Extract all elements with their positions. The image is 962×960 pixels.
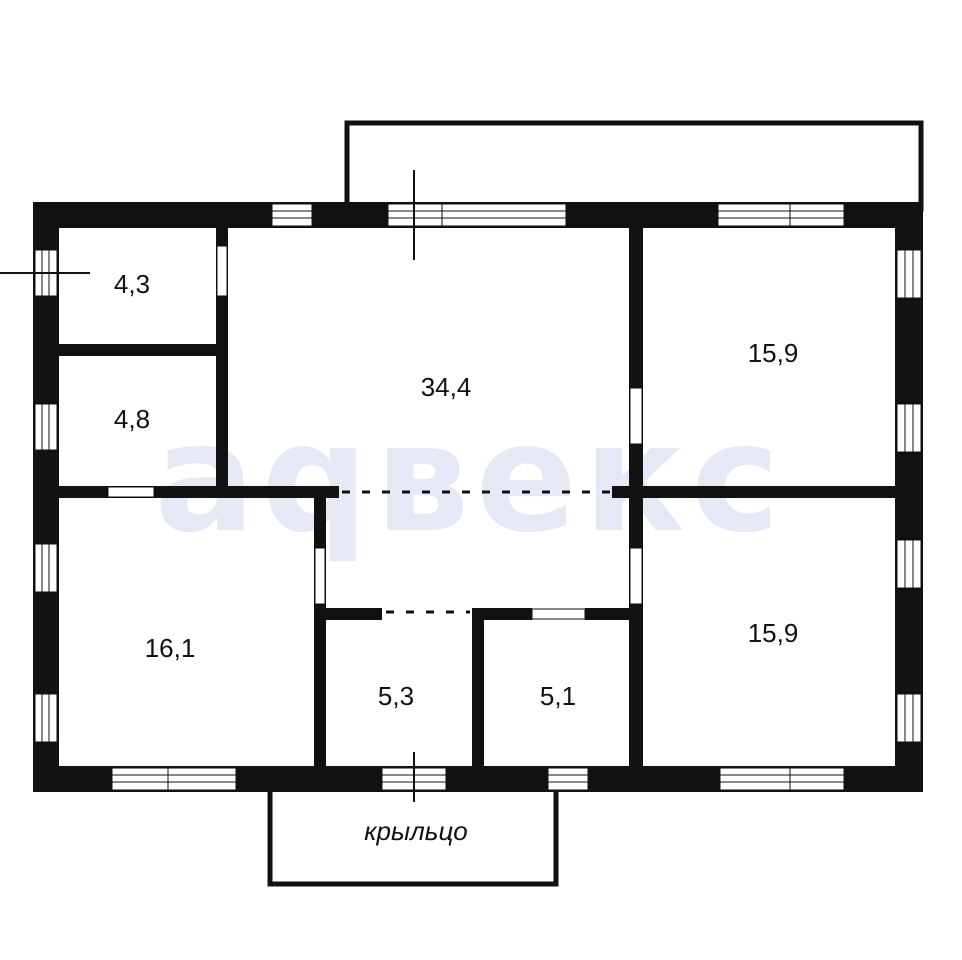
terrace-outline — [344, 120, 924, 212]
windows-left — [0, 249, 90, 743]
room-area-label: 16,1 — [145, 633, 196, 663]
windows-bottom — [111, 752, 845, 802]
windows-right — [896, 249, 922, 743]
room-area-label: 5,1 — [540, 681, 576, 711]
room-area-label: 34,4 — [421, 372, 472, 402]
room-area-label: 15,9 — [748, 338, 799, 368]
room-area-label: 4,3 — [114, 269, 150, 299]
room-area-label: 5,3 — [378, 681, 414, 711]
porch-label: крыльцо — [364, 816, 468, 846]
windows-top — [271, 170, 845, 260]
door-openings — [107, 245, 643, 620]
room-area-label: 15,9 — [748, 618, 799, 648]
watermark-text: аqвекс — [154, 392, 786, 566]
room-area-label: 4,8 — [114, 404, 150, 434]
